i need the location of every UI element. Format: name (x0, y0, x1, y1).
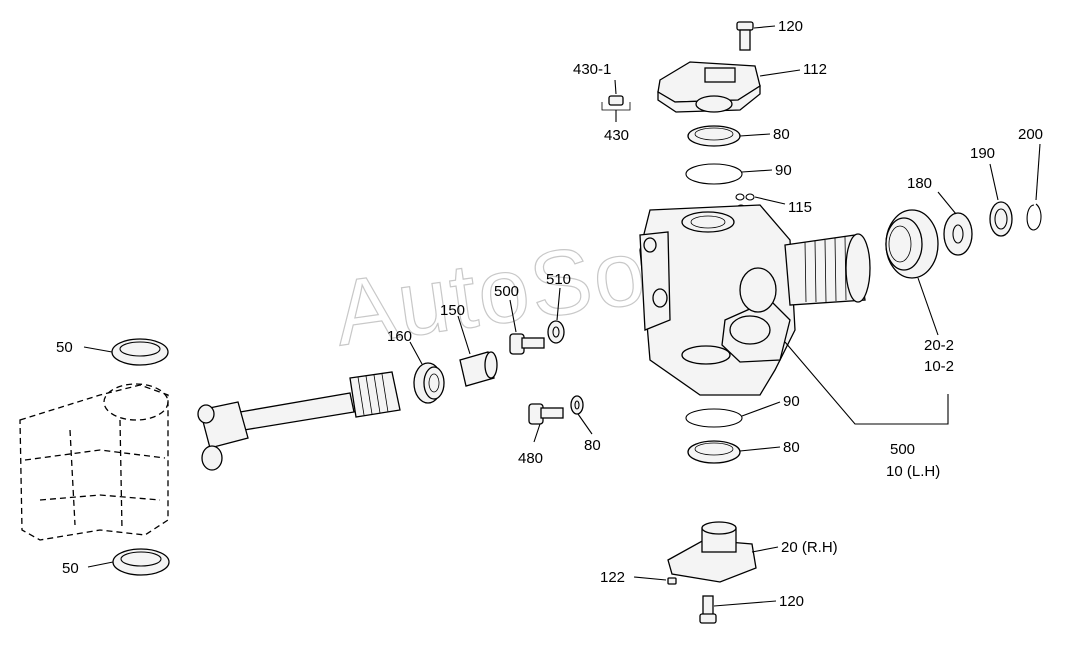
callout-200: 200 (1018, 126, 1043, 143)
callout-120-bottom: 120 (779, 593, 804, 610)
callout-50-bottom: 50 (62, 560, 79, 577)
callout-430-1: 430-1 (573, 61, 611, 78)
cover-112 (657, 61, 801, 113)
callout-50-top: 50 (56, 339, 73, 356)
callout-160: 160 (387, 328, 412, 345)
seal-160 (409, 341, 445, 404)
bolt-500-lower (528, 403, 564, 443)
bearing-50-top (83, 338, 169, 366)
callout-500-lower: 480 (518, 450, 543, 467)
lock-washer-180 (937, 191, 973, 256)
snap-ring-200 (1026, 143, 1042, 231)
bearing-20-2 (885, 209, 939, 336)
grease-nipple-130 (633, 576, 677, 585)
king-pin-cap-122 (667, 521, 779, 583)
bearing-50-bottom (87, 548, 170, 576)
callout-150: 150 (440, 302, 465, 319)
callout-122: 20 (R.H) (781, 539, 838, 556)
bush-150 (457, 315, 498, 387)
knuckle-housing (639, 204, 871, 396)
callout-20-2: 20-2 (924, 337, 954, 354)
callout-430: 430 (604, 127, 629, 144)
nut-190 (989, 163, 1013, 237)
leader-10-20 (784, 341, 949, 425)
callout-115: 115 (788, 199, 812, 216)
o-ring-90-top (685, 163, 773, 185)
callout-10-lh: 500 (890, 441, 915, 458)
washer-480 (570, 395, 593, 435)
callout-130: 122 (600, 569, 625, 586)
callout-510: 510 (546, 271, 571, 288)
callout-90-top: 90 (775, 162, 792, 179)
callout-112: 112 (803, 61, 827, 78)
callout-80-bottom: 80 (783, 439, 800, 456)
callout-90-bottom: 90 (783, 393, 800, 410)
callout-120-top: 120 (778, 18, 803, 35)
bolt-500-upper (509, 299, 545, 355)
o-ring-90-bottom (685, 401, 781, 428)
bolt-120-bottom (699, 595, 777, 624)
drive-shaft (197, 371, 401, 471)
bearing-cup-80-top (687, 125, 771, 147)
callout-500-upper: 500 (494, 283, 519, 300)
screw-430-1 (601, 79, 631, 122)
callout-20-rh: 10 (L.H) (886, 463, 940, 480)
callout-180: 180 (907, 175, 932, 192)
bearing-cup-80-bottom (687, 440, 781, 464)
callout-480: 80 (584, 437, 601, 454)
callout-190: 190 (970, 145, 995, 162)
callout-80-top: 80 (773, 126, 790, 143)
nut-510 (547, 287, 565, 344)
axle-housing (19, 383, 169, 541)
bolt-120-top (736, 21, 776, 51)
callout-10-2: 10-2 (924, 358, 954, 375)
